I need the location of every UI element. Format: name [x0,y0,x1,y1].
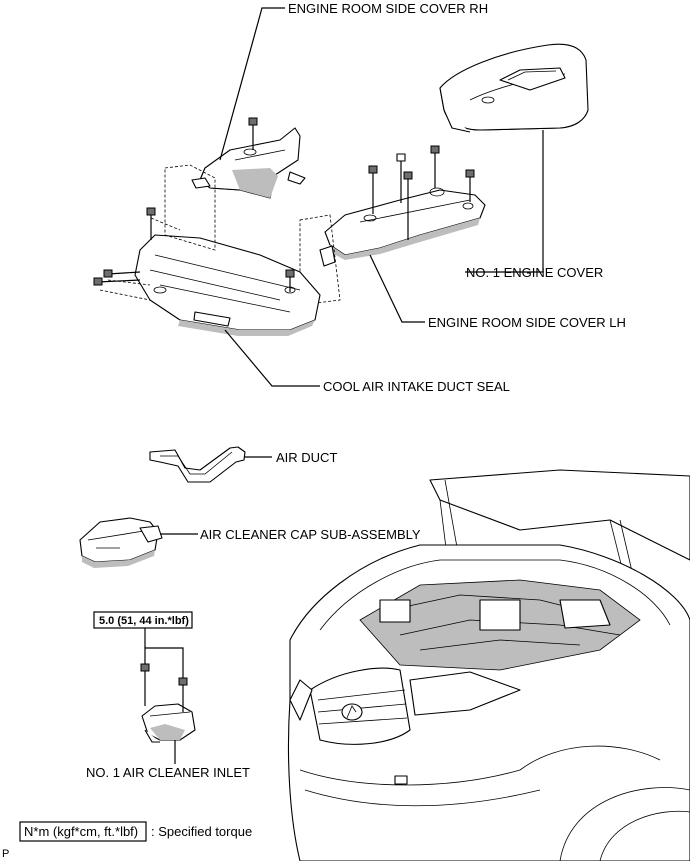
bolt-icon [285,269,295,292]
legend-units: N*m (kgf*cm, ft.*lbf) [24,824,138,839]
no1-air-cleaner-inlet-part [141,703,196,743]
torque-bracket-line [144,647,184,678]
bolt-icon [146,207,156,240]
bolt-icon [140,663,150,706]
bolt-icon [403,171,413,240]
leader-engine-room-side-cover-lh [369,254,425,323]
legend-units-box [19,821,147,842]
label-air-duct: AIR DUCT [276,450,337,465]
bolt-icon [93,277,141,286]
label-air-cleaner-cap-sub-assembly: AIR CLEANER CAP SUB-ASSEMBLY [200,527,421,542]
bolt-icon [430,145,440,188]
cool-air-intake-duct-seal-part [134,234,321,336]
bolt-icon [248,117,258,150]
legend-description: : Specified torque [151,824,252,839]
vehicle-engine-bay-illustration [287,469,690,861]
label-no1-air-cleaner-inlet: NO. 1 AIR CLEANER INLET [86,765,250,780]
bolt-icon [465,169,475,202]
bolt-icon [396,153,406,203]
label-no1-engine-cover: NO. 1 ENGINE COVER [466,265,603,280]
air-duct-part [149,446,246,483]
air-cleaner-cap-part [79,517,163,568]
engine-room-side-cover-rh-part [191,127,306,199]
label-engine-room-side-cover-rh: ENGINE ROOM SIDE COVER RH [288,1,488,16]
no1-engine-cover-part [439,43,589,133]
label-cool-air-intake-duct-seal: COOL AIR INTAKE DUCT SEAL [323,379,510,394]
leader-no1-engine-cover [465,130,544,273]
torque-value-box [93,611,193,629]
label-engine-room-side-cover-lh: ENGINE ROOM SIDE COVER LH [428,315,626,330]
leader-cool-air-intake-duct-seal [224,329,320,387]
bolt-icon [103,269,141,278]
figure-code: P [2,848,9,860]
torque-value: 5.0 (51, 44 in.*lbf) [99,615,189,627]
engine-room-side-cover-lh-part [319,187,486,267]
leader-engine-room-side-cover-rh [219,7,285,161]
bolt-icon [368,165,378,214]
